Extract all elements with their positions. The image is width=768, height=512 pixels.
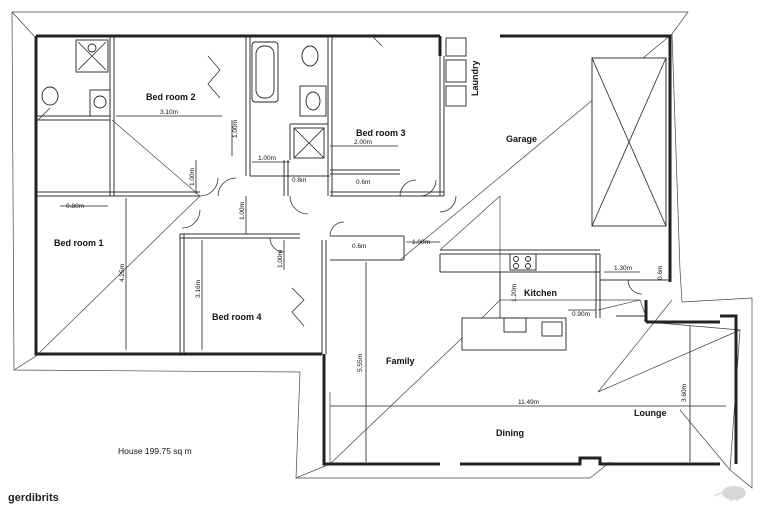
dim-label: 1.00m [189, 168, 196, 186]
washer [445, 59, 467, 83]
room-label-bedroom4: Bed room 4 [212, 312, 262, 322]
dim-label: 0.90m [572, 311, 590, 318]
toilet-ensuite [41, 86, 59, 106]
laundry-tub [445, 37, 467, 57]
dim-label: 5.55m [357, 354, 364, 372]
room-label-kitchen: Kitchen [524, 288, 557, 298]
dim-label: 0.8m [292, 177, 306, 184]
fixtures [41, 37, 567, 351]
dim-label: 3.60m [681, 384, 688, 402]
room-label-dining: Dining [496, 428, 524, 438]
dryer [445, 85, 467, 107]
dim-label: 1.30m [614, 265, 632, 272]
kiwi-bird-logo [713, 486, 746, 502]
room-label-family: Family [386, 356, 415, 366]
dim-label: 0.6m [657, 266, 664, 280]
dishwasher [541, 321, 563, 337]
room-label-bedroom1: Bed room 1 [54, 238, 104, 248]
dim-label: 3.16m [195, 280, 202, 298]
dim-label: 4.25m [119, 264, 126, 282]
room-label-lounge: Lounge [634, 408, 667, 418]
dim-label: 3.10m [160, 109, 178, 116]
interior-walls [36, 36, 670, 354]
dim-label: 2.00m [354, 139, 372, 146]
dim-label: 1.20m [511, 284, 518, 302]
room-label-bedroom3: Bed room 3 [356, 128, 406, 138]
dimension-lines [60, 115, 726, 462]
exterior-walls [34, 34, 738, 466]
house-area-label: House 199.75 sq m [118, 446, 192, 456]
dim-label: 0.80m [66, 203, 84, 210]
toilet-main [301, 45, 319, 67]
dim-label: 0.6m [352, 243, 366, 250]
dim-label: 1.00m [412, 239, 430, 246]
room-label-bedroom2: Bed room 2 [146, 92, 196, 102]
garage-door [591, 57, 667, 227]
room-label-laundry: Laundry [470, 60, 480, 96]
room-label-garage: Garage [506, 134, 537, 144]
dim-label: 1.00m [258, 155, 276, 162]
sink [503, 317, 527, 333]
watermark-text: gerdibrits [8, 492, 59, 504]
dim-label: 1.00m [239, 202, 246, 220]
dim-label: 1.00m [277, 250, 284, 268]
doors [37, 35, 643, 327]
dim-label: 11.49m [518, 399, 539, 406]
dim-label: 1.00m [232, 120, 239, 138]
watermark-bar: gerdibrits [0, 486, 110, 512]
dim-label: 0.6m [356, 179, 370, 186]
